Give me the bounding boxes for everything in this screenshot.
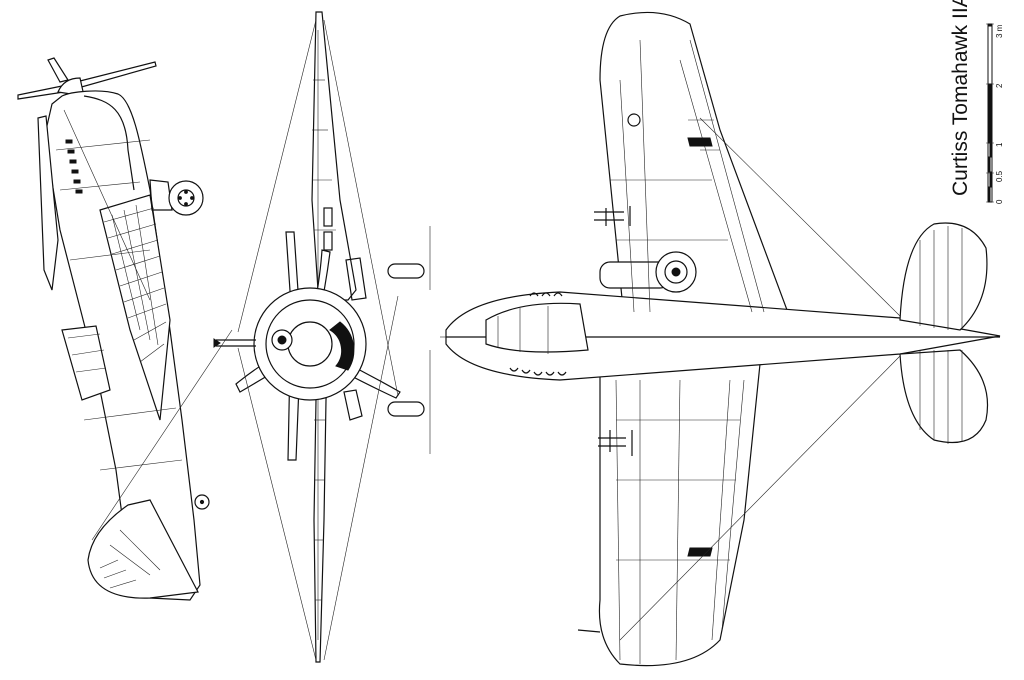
plan-exhaust-scallops <box>509 292 567 376</box>
front-gear-leg <box>345 257 367 301</box>
scale-bar: 0 0.5 1 2 3 m <box>986 23 1004 204</box>
front-guide-line <box>237 347 317 661</box>
side-cowl-line <box>83 95 135 191</box>
plan-tailplane-lower <box>899 349 989 444</box>
scale-label-half: 0.5 <box>995 170 1004 182</box>
front-wing-ribs <box>312 79 336 601</box>
plan-tail-ribs <box>919 226 963 444</box>
plan-guide-line <box>619 355 901 641</box>
side-exhaust-stacks <box>65 139 83 194</box>
plan-cockpit-frames <box>497 306 549 354</box>
side-radiator-scoop <box>37 115 59 291</box>
plan-wing-lower <box>598 363 761 667</box>
side-wheel-hub <box>177 189 195 207</box>
front-wheel <box>387 263 425 279</box>
drawing-title: Curtiss Tomahawk IIA <box>949 0 972 196</box>
side-canopy <box>61 325 111 401</box>
plan-tailplane-upper <box>899 222 988 331</box>
front-guide-line <box>237 19 317 333</box>
front-gun-pod <box>323 231 333 251</box>
plan-wingtip-light <box>577 629 601 633</box>
front-guide-line <box>323 19 399 397</box>
front-gun-pod <box>323 207 333 227</box>
side-view <box>17 57 233 601</box>
front-view <box>213 11 431 663</box>
plan-wing-guns-lower <box>598 430 633 456</box>
plan-wing-guns-upper <box>594 206 631 226</box>
side-wing-root <box>99 194 171 421</box>
plan-fuselage <box>445 291 1001 381</box>
plan-view <box>440 11 1001 667</box>
scale-label-3: 3 m <box>995 24 1004 38</box>
front-cowl-inner <box>265 299 355 389</box>
scale-label-0: 0 <box>995 199 1004 204</box>
side-propeller-blade <box>75 61 157 89</box>
front-spinner-shaft <box>216 339 256 347</box>
plan-cockpit <box>485 302 589 353</box>
plan-roundel <box>627 113 641 127</box>
front-spinner <box>287 321 333 367</box>
plan-wing-panel-lines <box>610 39 765 664</box>
side-guide-line <box>91 329 233 541</box>
side-propeller-blade <box>17 85 65 100</box>
front-gear-leg <box>343 389 363 421</box>
plan-aileron-hinge <box>687 137 713 147</box>
side-wing-hatching <box>103 204 167 363</box>
front-radiator-dark <box>329 321 355 371</box>
front-wheel <box>387 401 425 417</box>
side-fuselage <box>45 90 201 601</box>
side-propeller-blade <box>47 57 69 83</box>
side-main-wheel <box>168 180 204 216</box>
side-canopy-frames <box>67 333 107 373</box>
plan-aileron-hinge <box>687 547 713 557</box>
side-panel-lines <box>55 109 183 471</box>
side-rudder-ribs <box>99 529 161 589</box>
title-group: Curtiss Tomahawk IIA <box>949 0 972 196</box>
scale-label-2: 2 <box>995 83 1004 88</box>
plan-guide-line <box>699 117 901 317</box>
scale-label-1: 1 <box>995 142 1004 147</box>
side-gear-door <box>149 179 173 211</box>
plan-wheel-hub <box>664 260 688 284</box>
front-guide-line <box>323 295 399 661</box>
